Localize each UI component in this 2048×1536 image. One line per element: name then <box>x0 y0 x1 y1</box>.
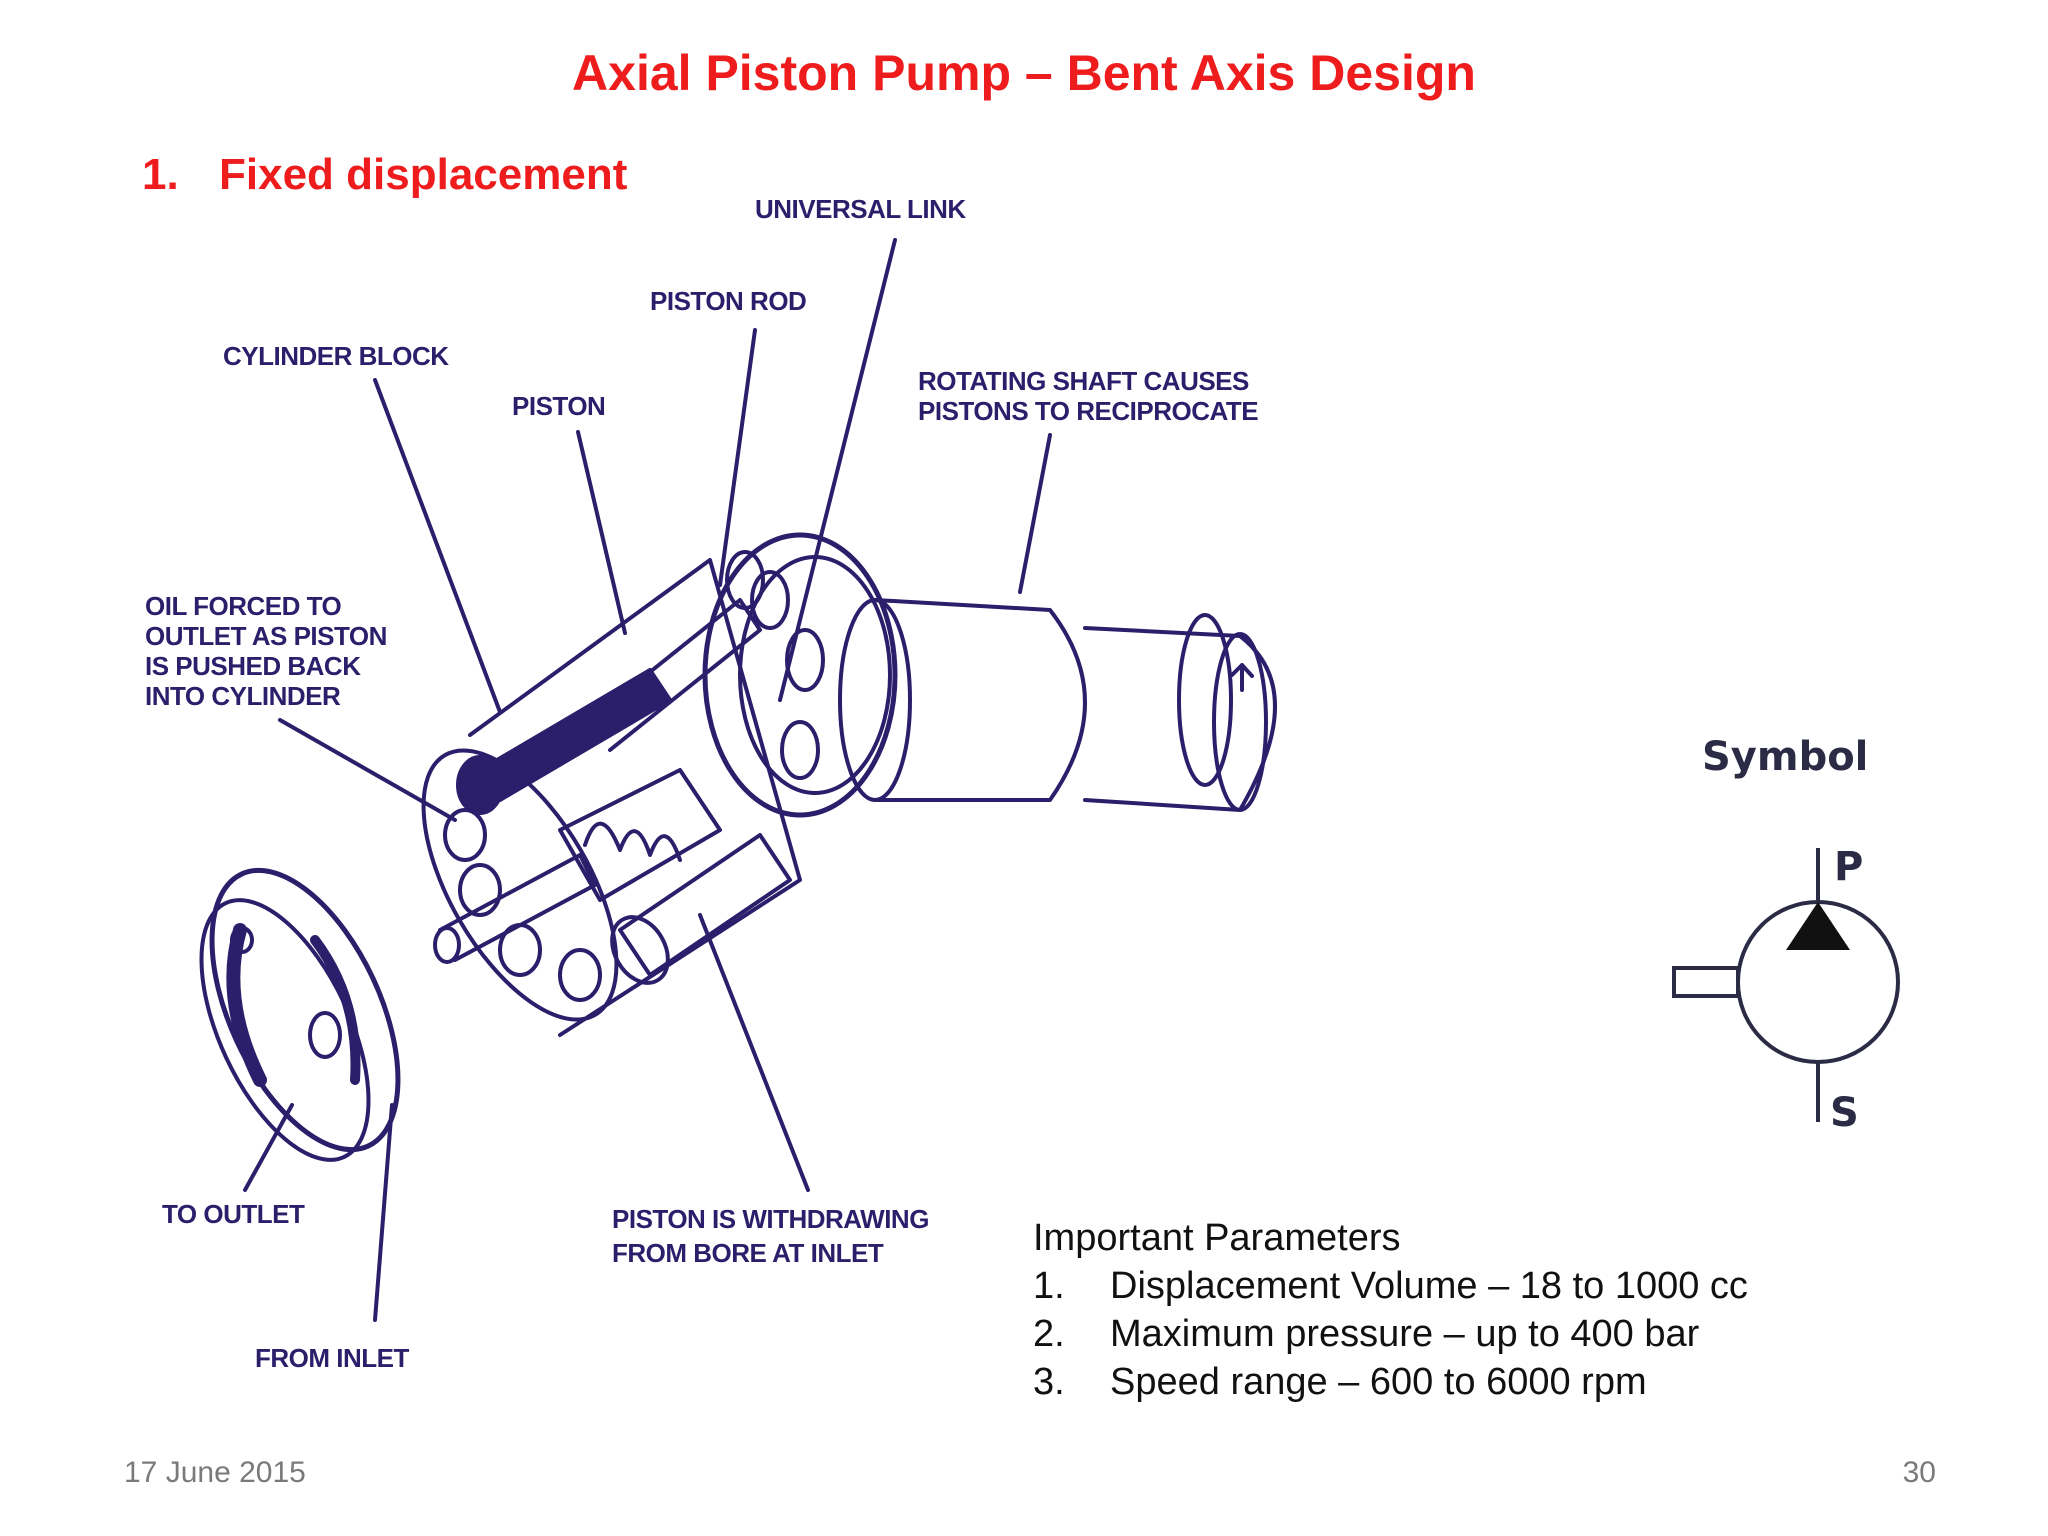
label-piston-rod: PISTON ROD <box>650 286 806 316</box>
parameters-heading: Important Parameters <box>1033 1217 1401 1259</box>
valve-plate-center <box>308 1011 342 1059</box>
label-oil-forced-line-3: IS PUSHED BACK <box>145 651 361 681</box>
rod-socket-1 <box>750 570 790 630</box>
label-oil-forced-line-1: OIL FORCED TO <box>145 591 341 621</box>
label-piston-withdrawing-line-2: FROM BORE AT INLET <box>612 1238 884 1268</box>
rod-socket-2 <box>785 628 825 692</box>
leader-lines <box>243 238 1052 1322</box>
label-oil-forced-line-2: OUTLET AS PISTON <box>145 621 387 651</box>
pump-symbol: Symbol P S <box>1672 734 1900 1136</box>
leader-cylinder-block <box>373 378 502 714</box>
label-cylinder-block: CYLINDER BLOCK <box>223 341 449 371</box>
input-shaft <box>438 853 597 962</box>
leader-piston <box>576 430 627 635</box>
shaft <box>1083 626 1277 812</box>
shaft-housing <box>873 598 1087 802</box>
piston-upper <box>478 668 672 802</box>
parameter-number: 2. <box>1033 1313 1065 1355</box>
symbol-triangle <box>1786 902 1850 950</box>
valve-plate-inlet-slot <box>310 935 361 1085</box>
parameter-text: Maximum pressure – up to 400 bar <box>1110 1313 1700 1355</box>
rod-socket-3 <box>780 720 820 780</box>
input-shaft-end <box>433 926 461 964</box>
leader-from-inlet <box>373 1103 394 1322</box>
label-to-outlet: TO OUTLET <box>162 1199 305 1229</box>
pump-drawing <box>199 532 1277 1162</box>
piston-rod-upper <box>588 598 762 752</box>
label-piston: PISTON <box>512 391 605 421</box>
cylinder-block-body <box>468 558 802 1037</box>
cylinder-port-3 <box>458 863 502 917</box>
shaft-end <box>1212 632 1268 812</box>
piston-lower <box>618 833 792 977</box>
subheading: 1. Fixed displacement <box>142 150 627 200</box>
parameter-item: 3. Speed range – 600 to 6000 rpm <box>1033 1358 1748 1406</box>
housing-front <box>838 598 912 802</box>
valve-plate-face <box>199 898 371 1162</box>
symbol-shaft <box>1672 966 1740 998</box>
label-piston-withdrawing-line-1: PISTON IS WITHDRAWING <box>612 1204 929 1234</box>
label-oil-forced-line-4: INTO CYLINDER <box>145 681 341 711</box>
important-parameters: Important Parameters 1. Displacement Volu… <box>1033 1214 1748 1406</box>
rotation-arrow-head <box>1230 663 1254 692</box>
label-universal-link: UNIVERSAL LINK <box>755 194 966 224</box>
universal-link-coil <box>583 821 682 862</box>
leader-piston-rod <box>718 328 757 587</box>
leader-piston-withdrawing <box>698 913 810 1192</box>
page-number: 30 <box>1902 1456 1936 1489</box>
leader-universal-link <box>778 238 897 702</box>
label-rotating-shaft-line-2: PISTONS TO RECIPROCATE <box>918 396 1258 426</box>
valve-plate-rim <box>209 867 401 1153</box>
valve-plate-hole <box>230 926 254 954</box>
footer-date: 17 June 2015 <box>124 1456 306 1489</box>
subheading-number: 1. <box>142 150 179 199</box>
universal-link-body <box>558 768 722 902</box>
parameter-item: 2. Maximum pressure – up to 400 bar <box>1033 1310 1748 1358</box>
symbol-title: Symbol <box>1702 734 1868 780</box>
symbol-port-s: S <box>1830 1090 1859 1136</box>
cylinder-port-5 <box>558 948 602 1002</box>
leader-to-outlet <box>243 1103 294 1192</box>
drive-flange <box>702 532 898 818</box>
subheading-text: Fixed displacement <box>219 150 628 199</box>
leader-rotating-shaft <box>1018 433 1052 594</box>
label-from-inlet: FROM INLET <box>255 1343 409 1373</box>
piston-lower-head <box>610 915 670 985</box>
rotation-arrow-ring <box>1177 613 1233 787</box>
parameter-text: Displacement Volume – 18 to 1000 cc <box>1110 1265 1748 1307</box>
symbol-port-p: P <box>1834 844 1863 890</box>
parameter-number: 1. <box>1033 1265 1065 1307</box>
cylinder-port-2 <box>443 808 487 862</box>
leader-oil-forced <box>278 718 457 822</box>
parameter-text: Speed range – 600 to 6000 rpm <box>1110 1361 1647 1403</box>
slide-title: Axial Piston Pump – Bent Axis Design <box>572 45 1476 101</box>
label-rotating-shaft-line-1: ROTATING SHAFT CAUSES <box>918 366 1249 396</box>
parameter-item: 1. Displacement Volume – 18 to 1000 cc <box>1033 1262 1748 1310</box>
valve-plate-outlet-slot <box>226 923 267 1087</box>
parameter-number: 3. <box>1033 1361 1065 1403</box>
